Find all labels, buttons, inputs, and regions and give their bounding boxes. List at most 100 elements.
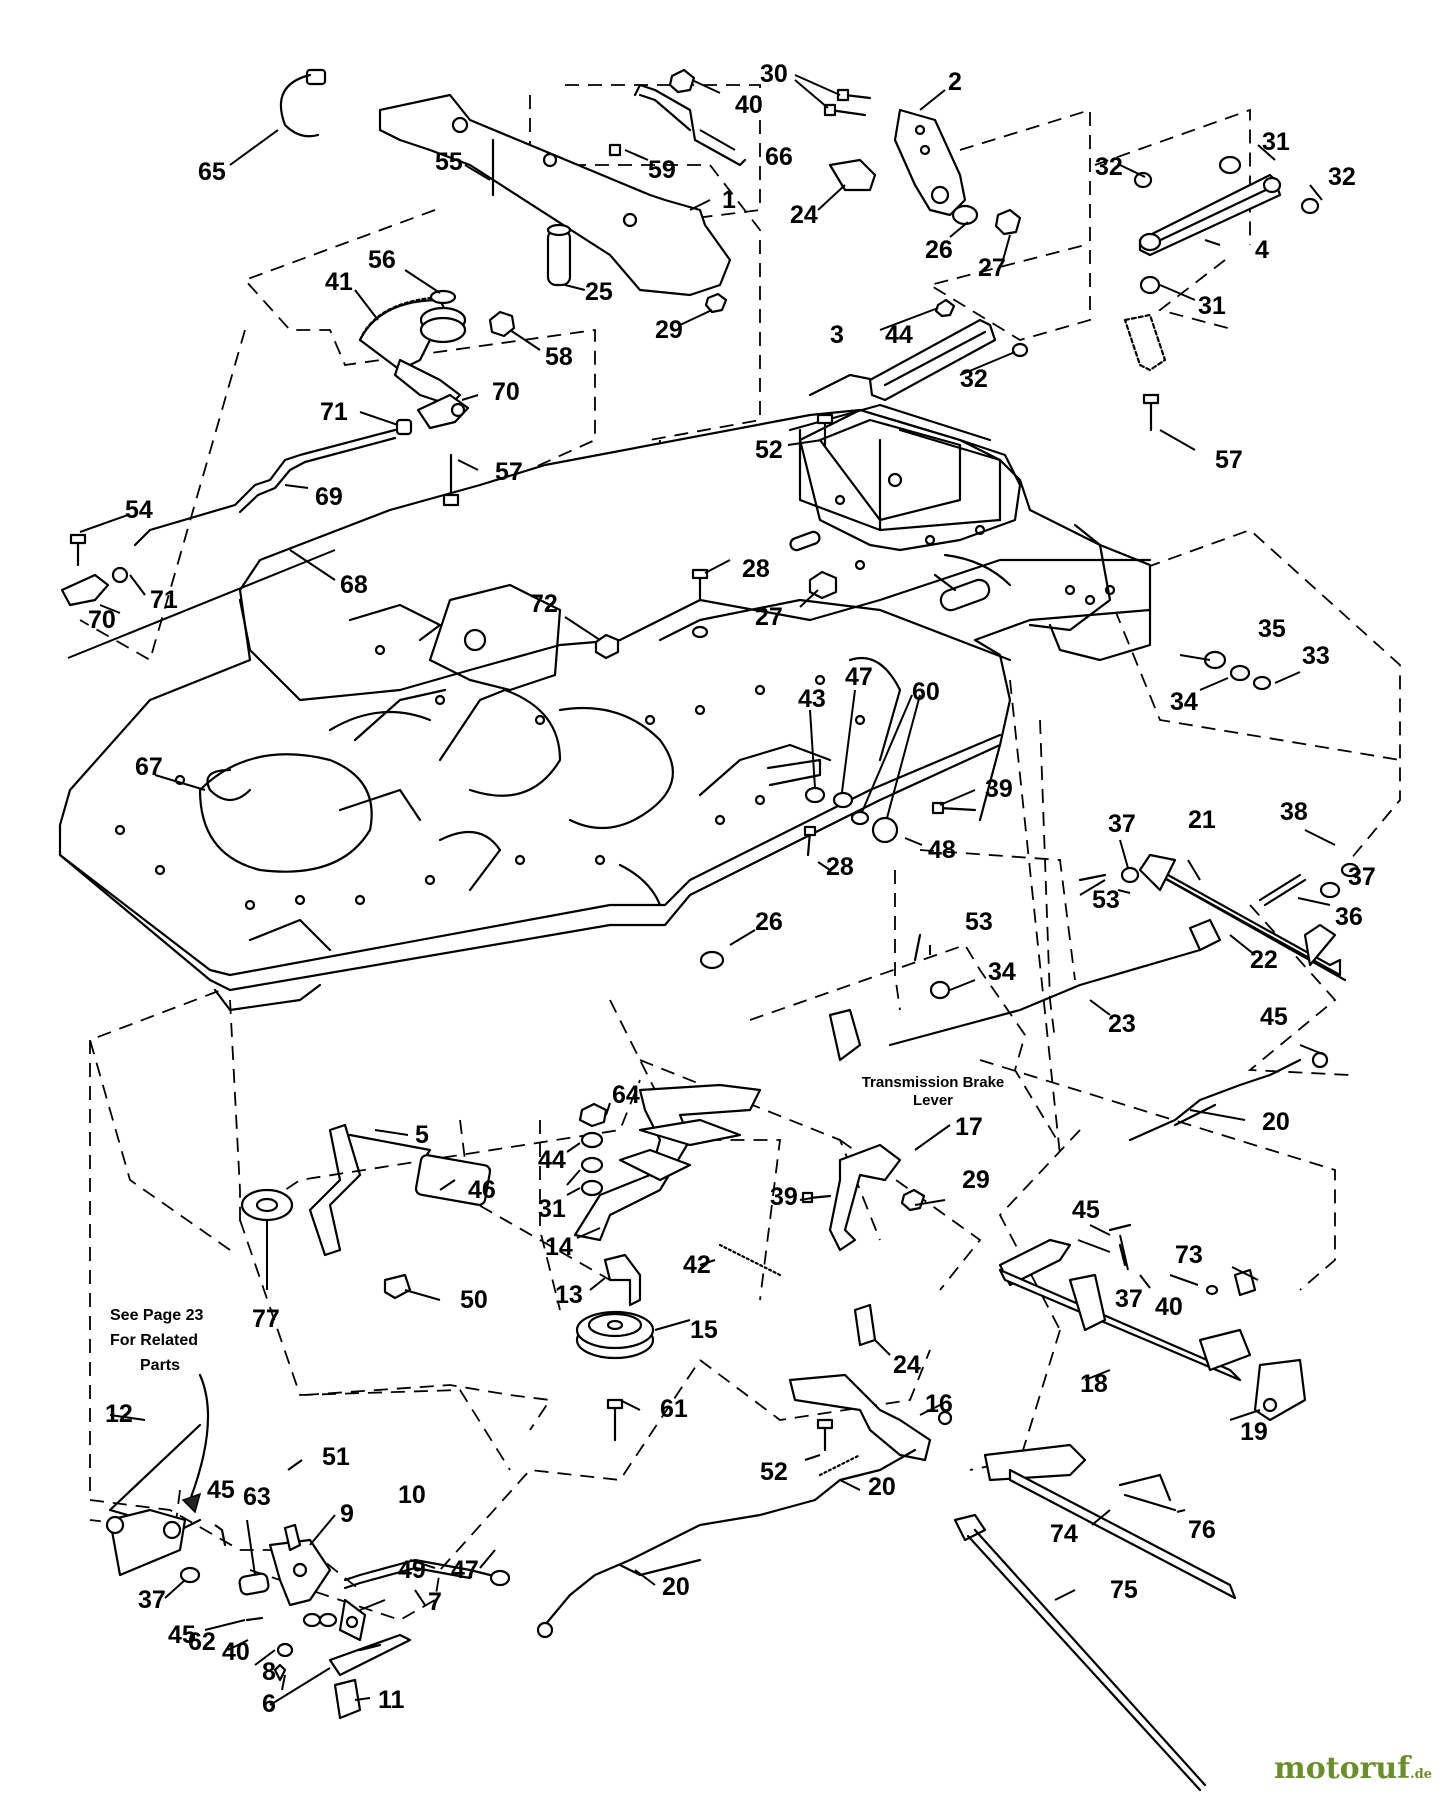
callout-27-a: 27 xyxy=(978,254,1006,282)
callout-73: 73 xyxy=(1175,1241,1203,1269)
callout-62: 62 xyxy=(188,1628,216,1656)
part-20-cable-lower xyxy=(543,1448,917,1627)
callout-52-a: 52 xyxy=(755,436,783,464)
callout-50: 50 xyxy=(460,1286,488,1314)
part-76-pin xyxy=(1123,1493,1177,1512)
callout-39-a: 39 xyxy=(985,775,1013,803)
callout-26-a: 26 xyxy=(925,236,953,264)
callout-25: 25 xyxy=(585,278,613,306)
callout-65: 65 xyxy=(198,158,226,186)
callout-49: 49 xyxy=(398,1556,426,1584)
part-56-washer xyxy=(429,289,457,305)
note-see-page-line-1: See Page 23 xyxy=(110,1307,204,1324)
watermark-name: motoruf xyxy=(1273,1751,1411,1786)
callout-7: 7 xyxy=(428,1588,442,1616)
note-see-page-line-3: Parts xyxy=(140,1357,180,1374)
callout-57-b: 57 xyxy=(495,458,523,486)
callout-39-b: 39 xyxy=(770,1183,798,1211)
part-13-bracket xyxy=(603,1253,642,1307)
part-1-bracket xyxy=(378,93,732,297)
callout-20-c: 20 xyxy=(662,1573,690,1601)
callout-37-a: 37 xyxy=(1108,810,1136,838)
part-20-cable-upper xyxy=(1128,1058,1302,1142)
leader-lines xyxy=(67,74,1361,1706)
callout-4: 4 xyxy=(1255,236,1269,264)
part-69-rod xyxy=(133,428,397,547)
callout-1: 1 xyxy=(722,186,736,214)
callout-15: 15 xyxy=(690,1316,718,1344)
callout-63: 63 xyxy=(243,1483,271,1511)
callout-47-a: 47 xyxy=(845,663,873,691)
callout-45-d: 45 xyxy=(168,1621,196,1649)
callout-2: 2 xyxy=(948,68,962,96)
callout-24-b: 24 xyxy=(893,1351,921,1379)
part-2-bracket xyxy=(893,108,967,217)
part-17-bracket xyxy=(828,1143,902,1252)
callout-18: 18 xyxy=(1080,1370,1108,1398)
part-6-bracket xyxy=(328,1633,412,1677)
callout-51: 51 xyxy=(322,1443,350,1471)
note-transmission-brake-line-1: Transmission Brake xyxy=(862,1074,1005,1091)
part-5-shaft xyxy=(308,1123,362,1257)
part-42-spring xyxy=(718,1243,782,1277)
callout-21: 21 xyxy=(1188,806,1216,834)
diagram-notes: Transmission Brake Lever See Page 23 For… xyxy=(110,1074,1004,1374)
callout-56: 56 xyxy=(368,246,396,274)
callout-31-c: 31 xyxy=(538,1195,566,1223)
right-linkage xyxy=(828,853,1360,1062)
callout-8: 8 xyxy=(262,1658,276,1686)
part-4-arm xyxy=(1138,173,1282,257)
callout-58: 58 xyxy=(545,343,573,371)
part-22-block xyxy=(1188,918,1222,952)
callout-5: 5 xyxy=(415,1121,429,1149)
callout-28-a: 28 xyxy=(742,555,770,583)
callout-32-c: 32 xyxy=(960,365,988,393)
lower-left-parts xyxy=(105,1373,511,1720)
part-67-clip xyxy=(206,768,252,802)
callout-28-b: 28 xyxy=(826,853,854,881)
callout-19: 19 xyxy=(1240,1418,1268,1446)
callout-29-b: 29 xyxy=(962,1166,990,1194)
callout-34-a: 34 xyxy=(1170,688,1198,716)
upper-left-parts xyxy=(60,68,747,607)
part-43-pin xyxy=(766,758,822,787)
part-19-plate xyxy=(1253,1358,1307,1422)
callout-23: 23 xyxy=(1108,1010,1136,1038)
callout-41: 41 xyxy=(325,268,353,296)
callout-9: 9 xyxy=(340,1500,354,1528)
callout-14: 14 xyxy=(545,1233,573,1261)
callout-37-c: 37 xyxy=(1115,1285,1143,1313)
part-66-link xyxy=(633,83,747,167)
part-9-bracket xyxy=(268,1538,332,1607)
callout-74: 74 xyxy=(1050,1520,1078,1548)
part-16-bracket xyxy=(788,1373,932,1462)
callout-68: 68 xyxy=(340,571,368,599)
callout-61: 61 xyxy=(660,1395,688,1423)
callout-59: 59 xyxy=(648,156,676,184)
callout-43: 43 xyxy=(798,685,826,713)
callout-26-b: 26 xyxy=(755,908,783,936)
frame-holes xyxy=(114,472,1116,911)
callout-20-a: 20 xyxy=(1262,1108,1290,1136)
callout-10: 10 xyxy=(398,1481,426,1509)
part-65-clip xyxy=(279,73,320,138)
callout-70-b: 70 xyxy=(88,606,116,634)
callout-31-b: 31 xyxy=(1198,292,1226,320)
note-transmission-brake-line-2: Lever xyxy=(913,1092,953,1109)
callout-71-b: 71 xyxy=(150,586,178,614)
callout-24-a: 24 xyxy=(790,201,818,229)
callout-69: 69 xyxy=(315,483,343,511)
callout-6: 6 xyxy=(262,1690,276,1718)
callout-32-a: 32 xyxy=(1095,153,1123,181)
callout-31-a: 31 xyxy=(1262,128,1290,156)
callout-44-a: 44 xyxy=(885,321,913,349)
callout-64: 64 xyxy=(612,1081,640,1109)
lower-center-parts xyxy=(240,1083,953,1639)
callout-70-a: 70 xyxy=(492,378,520,406)
callout-37-d: 37 xyxy=(138,1586,166,1614)
callout-45-a: 45 xyxy=(1260,1003,1288,1031)
callout-71-a: 71 xyxy=(320,398,348,426)
callout-53-a: 53 xyxy=(965,908,993,936)
callout-37-b: 37 xyxy=(1348,863,1376,891)
